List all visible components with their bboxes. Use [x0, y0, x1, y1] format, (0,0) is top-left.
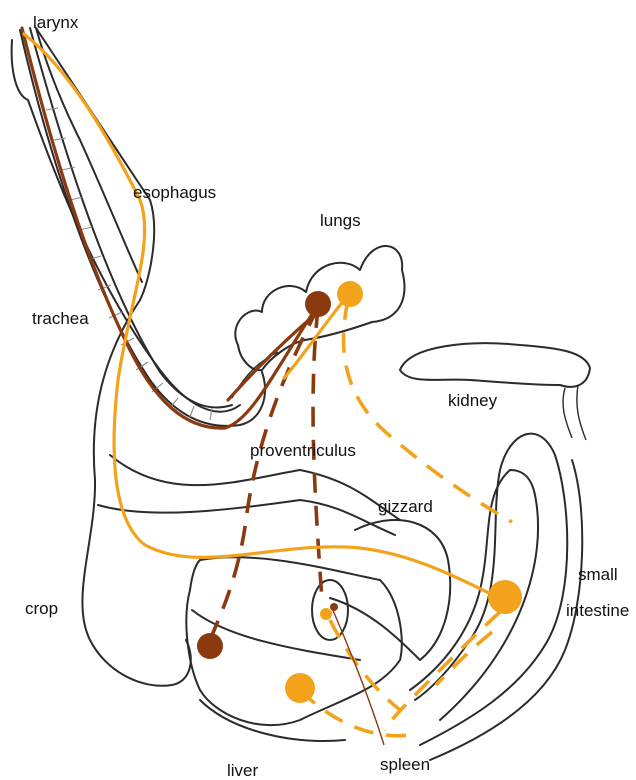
label-kidney: kidney — [448, 391, 498, 410]
orange-dot-intestine — [488, 580, 522, 614]
organ-outlines — [12, 28, 590, 760]
orange-route-lung-to-intestine — [343, 300, 512, 522]
dark-dot-liver — [197, 633, 223, 659]
label-proventriculus: proventriculus — [250, 441, 356, 460]
orange-dot-spleen — [320, 608, 332, 620]
spleen-pointer-line — [332, 608, 384, 745]
label-spleen: spleen — [380, 755, 430, 774]
orange-dot-lungs — [337, 281, 363, 307]
esophagus-wall — [36, 28, 142, 282]
label-crop: crop — [25, 599, 58, 618]
dark-dot-spleen — [330, 603, 338, 611]
kidney-outline — [400, 343, 590, 387]
label-lungs: lungs — [320, 211, 361, 230]
label-gizzard: gizzard — [378, 497, 433, 516]
label-liver: liver — [227, 761, 259, 780]
ureter-outline — [563, 385, 586, 440]
label-larynx: larynx — [33, 13, 79, 32]
label-esophagus: esophagus — [133, 183, 216, 202]
label-small-intestine-line1: small — [578, 565, 618, 584]
dark-route-trachea — [22, 28, 318, 428]
dark-dot-lungs — [305, 291, 331, 317]
trachea-rings — [46, 108, 212, 420]
orange-dot-liver — [285, 673, 315, 703]
label-small-intestine-line2: intestine — [566, 601, 629, 620]
gizzard-outline — [330, 520, 450, 660]
label-trachea: trachea — [32, 309, 89, 328]
